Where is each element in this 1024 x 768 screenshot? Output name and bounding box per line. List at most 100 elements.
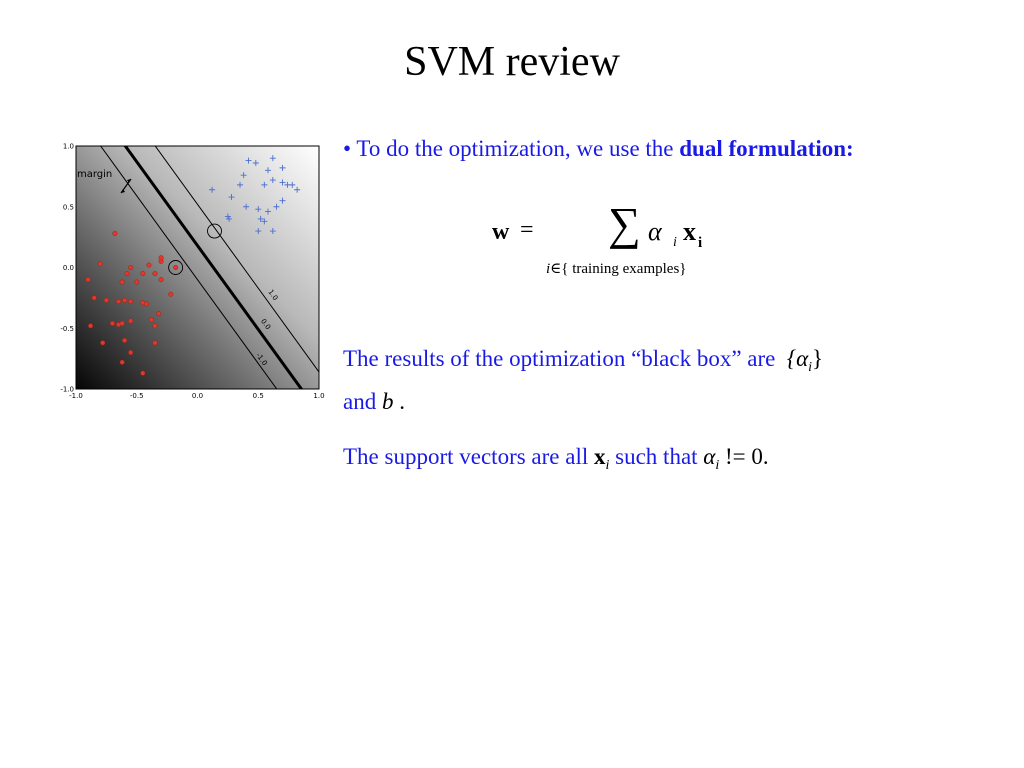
formula-equals: = xyxy=(520,217,534,243)
positive-point xyxy=(279,164,286,171)
x-tick-label: -1.0 xyxy=(69,392,83,400)
negative-point xyxy=(122,337,128,343)
sv-alpha: α xyxy=(703,444,716,469)
sv-such-that: such that xyxy=(609,444,704,469)
positive-point xyxy=(237,181,244,188)
positive-point xyxy=(269,177,276,184)
positive-point xyxy=(264,167,271,174)
margin-line-lower xyxy=(100,146,278,389)
negative-point xyxy=(128,264,134,270)
formula-x: x xyxy=(683,217,696,246)
negative-point xyxy=(119,279,125,285)
bullet-bold-text: dual formulation: xyxy=(679,136,854,161)
negative-point xyxy=(140,370,146,376)
y-tick-label: 1.0 xyxy=(63,143,74,151)
negative-point xyxy=(168,291,174,297)
y-tick-label: 0.0 xyxy=(63,264,74,272)
alpha-set-subscript: i xyxy=(808,360,813,375)
negative-point xyxy=(158,255,164,261)
negative-point xyxy=(97,261,103,267)
margin-arrow-heads xyxy=(121,179,131,193)
positive-point xyxy=(294,186,301,193)
positive-point xyxy=(228,194,235,201)
positive-point xyxy=(245,157,252,164)
support-vector-circle xyxy=(168,260,184,275)
support-vectors-paragraph: The support vectors are all xi such that… xyxy=(343,444,769,474)
positive-point xyxy=(255,206,262,213)
positive-point xyxy=(279,179,286,186)
negative-point xyxy=(152,271,158,277)
sv-alpha-subscript: i xyxy=(715,458,720,473)
negative-point xyxy=(119,320,125,326)
negative-point xyxy=(173,264,179,270)
decision-boundary xyxy=(123,146,304,389)
positive-point xyxy=(261,218,268,225)
weight-formula: w = ∑ α i x i i∈{ training examples} xyxy=(490,201,730,285)
negative-point xyxy=(122,297,128,303)
sv-x: x xyxy=(594,444,606,469)
positive-point xyxy=(269,228,276,235)
bullet-dual-formulation: • To do the optimization, we use the dua… xyxy=(343,136,854,162)
negative-point xyxy=(124,271,130,277)
formula-sum-range: i∈{ training examples} xyxy=(546,259,686,278)
negative-point xyxy=(103,297,109,303)
sv-neq-zero: != 0. xyxy=(719,444,769,469)
negative-point xyxy=(134,279,140,285)
sv-x-subscript: i xyxy=(605,458,610,473)
positive-point xyxy=(264,208,271,215)
results-and: and xyxy=(343,389,382,414)
y-tick-label: -0.5 xyxy=(60,325,74,333)
negative-point xyxy=(119,359,125,365)
positive-point xyxy=(273,203,280,210)
margin-label: margin xyxy=(77,169,112,180)
negative-point xyxy=(156,311,162,317)
plot-area xyxy=(75,145,320,390)
x-tick-label: -0.5 xyxy=(130,392,144,400)
formula-alpha: α xyxy=(648,217,662,246)
positive-point xyxy=(209,186,216,193)
negative-point xyxy=(116,299,122,305)
support-vector-circle xyxy=(207,223,222,239)
positive-point xyxy=(269,155,276,162)
results-paragraph: The results of the optimization “black b… xyxy=(343,342,823,419)
positive-point xyxy=(279,197,286,204)
negative-point xyxy=(112,230,118,236)
alpha-set: {αi} xyxy=(786,346,823,375)
positive-point xyxy=(261,181,268,188)
negative-point xyxy=(143,301,149,307)
results-period: . xyxy=(393,389,405,414)
negative-point xyxy=(152,323,158,329)
negative-point xyxy=(100,340,106,346)
y-tick-label: 0.5 xyxy=(63,203,74,211)
negative-point xyxy=(128,350,134,356)
positive-point xyxy=(252,160,259,167)
negative-point xyxy=(88,323,94,329)
positive-point xyxy=(240,172,247,179)
formula-sum: ∑ xyxy=(608,198,641,249)
margin-line-upper xyxy=(154,146,319,373)
sv-text: The support vectors are all xyxy=(343,444,594,469)
bullet-text: • To do the optimization, we use the xyxy=(343,136,680,161)
negative-point xyxy=(158,277,164,283)
negative-point xyxy=(85,277,91,283)
positive-point xyxy=(257,215,264,222)
formula-range-rest: ∈{ training examples} xyxy=(550,261,687,277)
positive-point xyxy=(243,203,250,210)
negative-point xyxy=(128,299,134,305)
negative-point xyxy=(109,320,115,326)
negative-point xyxy=(152,340,158,346)
bias-b: b xyxy=(381,389,394,414)
y-tick-label: -1.0 xyxy=(60,386,74,394)
negative-point xyxy=(146,262,152,268)
formula-x-subscript: i xyxy=(698,235,703,251)
negative-point xyxy=(140,271,146,277)
formula-alpha-subscript: i xyxy=(673,235,677,250)
formula-range-i: i xyxy=(546,261,551,277)
positive-point xyxy=(289,181,296,188)
alpha-set-open: {α xyxy=(786,346,809,371)
x-tick-label: 0.5 xyxy=(253,392,264,400)
positive-point xyxy=(226,215,233,222)
x-tick-label: 0.0 xyxy=(192,392,203,400)
results-text: The results of the optimization “black b… xyxy=(343,346,782,371)
